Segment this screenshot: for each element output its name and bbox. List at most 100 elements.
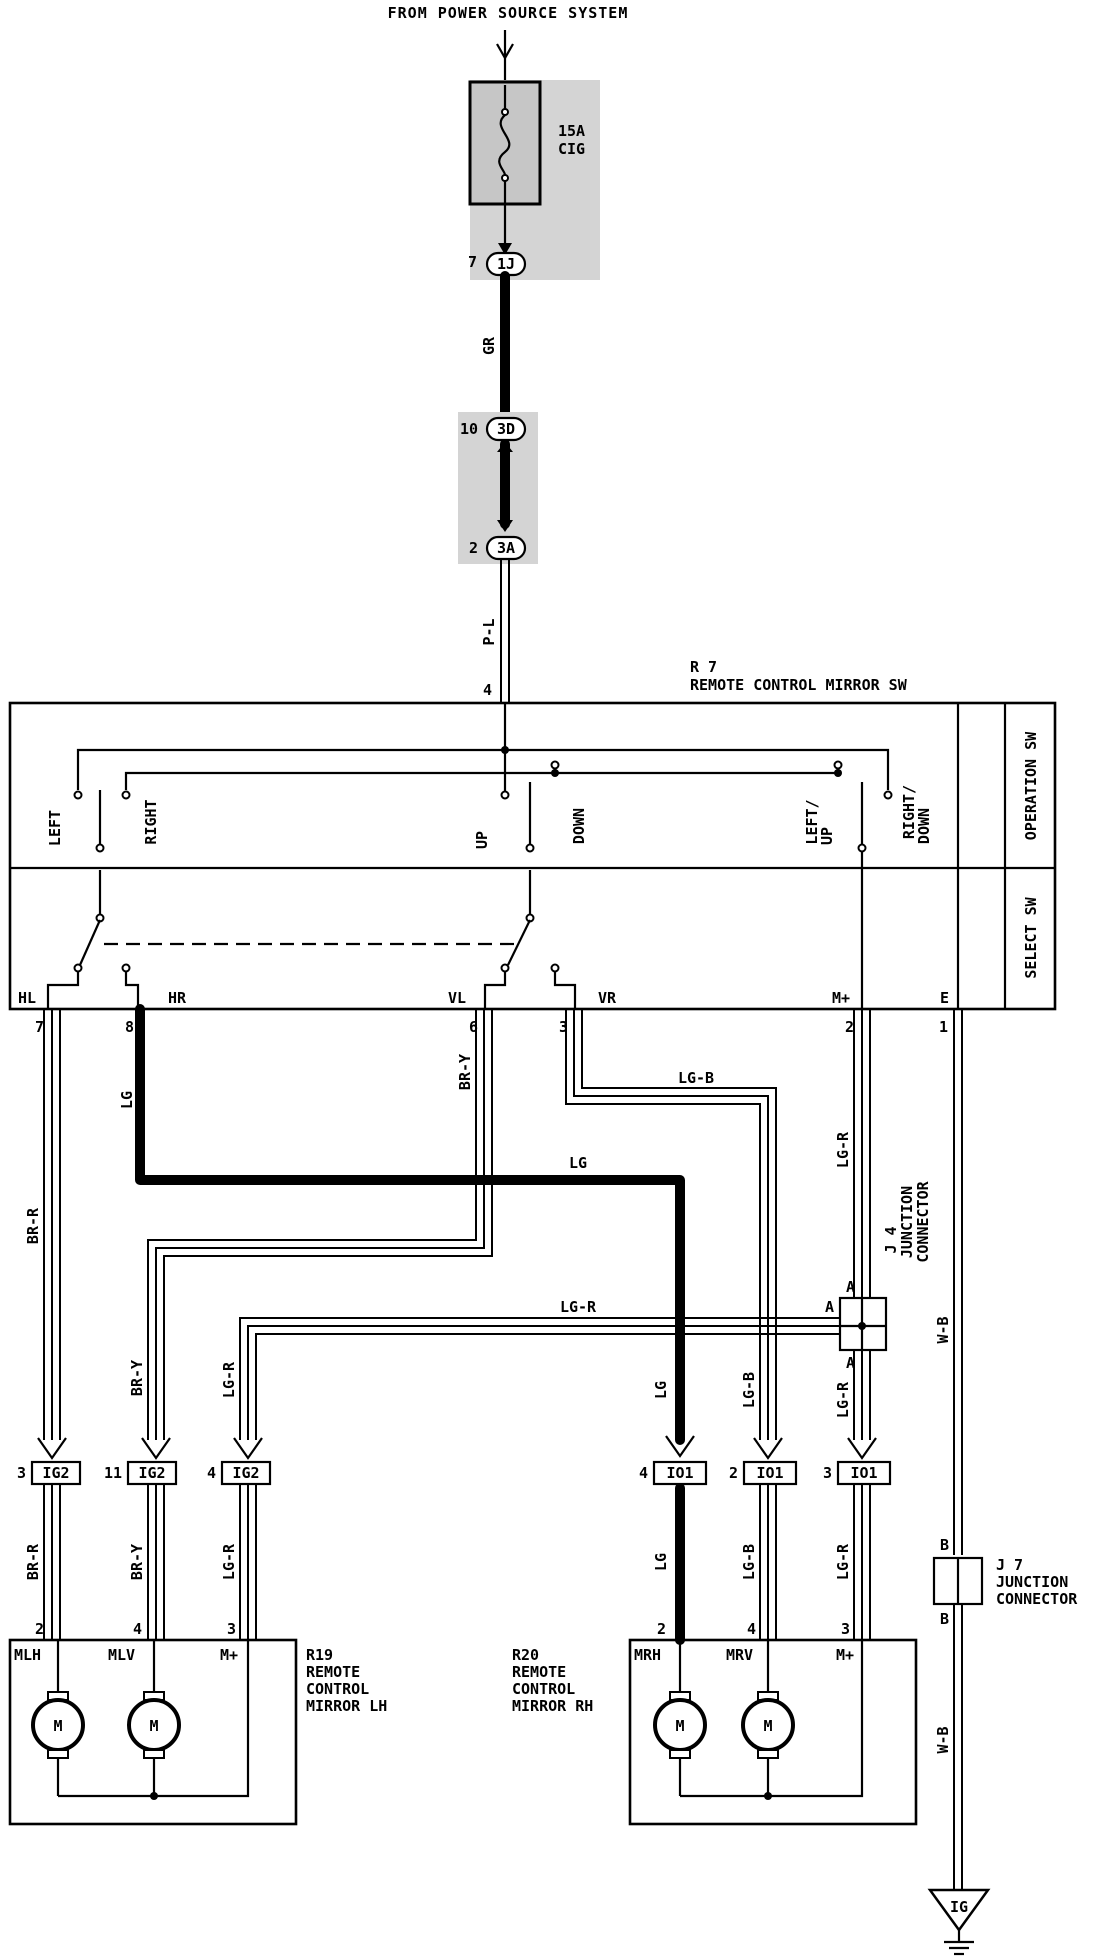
switch-name: REMOTE CONTROL MIRROR SW bbox=[690, 676, 908, 694]
pin-vr: 3 bbox=[559, 1018, 568, 1036]
wire-lg-r bbox=[233, 1009, 877, 1460]
motor-icon bbox=[31, 1691, 85, 1759]
io1-b-code: IO1 bbox=[756, 1464, 783, 1482]
wire-lg-b-label-1: LG-B bbox=[678, 1069, 714, 1087]
mirror-rh-wires bbox=[675, 1483, 871, 1645]
pos-down: DOWN bbox=[570, 808, 588, 844]
mirror-rh-line1: REMOTE bbox=[512, 1663, 566, 1681]
j7-pin-bottom: B bbox=[940, 1610, 949, 1628]
j4-line1: JUNCTION bbox=[898, 1186, 916, 1258]
fuse-name: CIG bbox=[558, 140, 585, 158]
wire-lg bbox=[135, 1004, 685, 1445]
j7-pin-top: B bbox=[940, 1536, 949, 1554]
wire-w-b-label-2: W-B bbox=[934, 1726, 952, 1753]
ig2-a-code: IG2 bbox=[42, 1464, 69, 1482]
j4-id: J 4 bbox=[882, 1226, 900, 1253]
mirror-rh-id: R20 bbox=[512, 1646, 539, 1664]
pin-3d: 10 bbox=[460, 420, 478, 438]
io1-a-pin: 4 bbox=[639, 1464, 648, 1482]
pin-mplus: 2 bbox=[845, 1018, 854, 1036]
lh-term-2: MLV bbox=[108, 1646, 135, 1664]
lh-wire-br-r-label: BR-R bbox=[24, 1543, 42, 1580]
term-hr: HR bbox=[168, 989, 187, 1007]
rh-wire-lg-r-label: LG-R bbox=[834, 1543, 852, 1580]
wire-gr-label: GR bbox=[480, 336, 498, 355]
joint-3d-3a bbox=[497, 439, 513, 532]
ig2-b-code: IG2 bbox=[138, 1464, 165, 1482]
lh-motor-1-label: M bbox=[53, 1717, 62, 1735]
switch-id: R 7 bbox=[690, 658, 717, 676]
source-arrow bbox=[496, 30, 514, 85]
ground-symbol bbox=[927, 1888, 991, 1933]
wire-lg-r-label-2: LG-R bbox=[560, 1298, 597, 1316]
mirror-lh-line2: CONTROL bbox=[306, 1680, 369, 1698]
fuse-rating: 15A bbox=[558, 122, 585, 140]
pos-left: LEFT bbox=[46, 810, 64, 846]
rh-motor-1-label: M bbox=[675, 1717, 684, 1735]
pin-3a: 2 bbox=[469, 539, 478, 557]
connector-3a-code: 3A bbox=[497, 539, 515, 557]
operation-sw-label: OPERATION SW bbox=[1022, 731, 1040, 840]
wire-pl-label: P-L bbox=[480, 618, 498, 645]
pin-hr: 8 bbox=[125, 1018, 134, 1036]
wire-lg-label-1: LG bbox=[118, 1091, 136, 1109]
wire-w-b bbox=[953, 1009, 963, 1890]
wire-lg-b-label-2: LG-B bbox=[740, 1372, 758, 1408]
io1-b-pin: 2 bbox=[729, 1464, 738, 1482]
lh-wire-lg-r-label: LG-R bbox=[220, 1543, 238, 1580]
select-sw-label: SELECT SW bbox=[1022, 896, 1040, 978]
lh-pin-1: 2 bbox=[35, 1620, 44, 1638]
ig2-b-pin: 11 bbox=[104, 1464, 122, 1482]
io1-connectors bbox=[652, 1460, 892, 1486]
wire-br-r bbox=[37, 1009, 67, 1460]
ig2-c-code: IG2 bbox=[232, 1464, 259, 1482]
rh-wire-lg-b-label: LG-B bbox=[740, 1544, 758, 1580]
j4-pin-left: A bbox=[825, 1298, 834, 1316]
pos-right: RIGHT bbox=[142, 799, 160, 844]
ground-lines bbox=[944, 1930, 974, 1956]
connector-3d-code: 3D bbox=[497, 420, 515, 438]
wire-w-b-label-1: W-B bbox=[934, 1316, 952, 1343]
mirror-lh-line1: REMOTE bbox=[306, 1663, 360, 1681]
fuse-symbol bbox=[498, 85, 511, 255]
pin-vl: 6 bbox=[469, 1018, 478, 1036]
lh-pin-3: 3 bbox=[227, 1620, 236, 1638]
motor-icon bbox=[653, 1691, 707, 1759]
rh-pin-3: 3 bbox=[841, 1620, 850, 1638]
pos-left-up-1: LEFT/ bbox=[803, 799, 821, 844]
j4-line2: CONNECTOR bbox=[914, 1180, 932, 1262]
rh-pin-1: 2 bbox=[657, 1620, 666, 1638]
wire-br-y-label-2: BR-Y bbox=[128, 1360, 146, 1396]
wire-lg-b bbox=[565, 1009, 783, 1460]
lh-internal-wiring bbox=[56, 1640, 250, 1800]
ig2-c-pin: 4 bbox=[207, 1464, 216, 1482]
lh-term-3: M+ bbox=[220, 1646, 238, 1664]
j4-pin-bottom: A bbox=[846, 1354, 855, 1372]
j7-line1: JUNCTION bbox=[996, 1573, 1068, 1591]
wire-lg-r-label-1: LG-R bbox=[834, 1131, 852, 1168]
rh-term-1: MRH bbox=[634, 1646, 661, 1664]
pos-right-down-2: DOWN bbox=[915, 808, 933, 844]
switch-input-pin: 4 bbox=[483, 681, 492, 699]
ground-label: IG bbox=[950, 1898, 968, 1916]
wire-pl bbox=[500, 560, 510, 703]
connector-1j-code: 1J bbox=[497, 255, 515, 273]
ig2-a-pin: 3 bbox=[17, 1464, 26, 1482]
mirror-rh-box bbox=[628, 1638, 918, 1826]
j7-id: J 7 bbox=[996, 1556, 1023, 1574]
switch-r7-box bbox=[8, 701, 1057, 1011]
rh-term-2: MRV bbox=[726, 1646, 753, 1664]
mirror-lh-wires bbox=[43, 1484, 257, 1640]
pin-e: 1 bbox=[939, 1018, 948, 1036]
rh-pin-2: 4 bbox=[747, 1620, 756, 1638]
power-source-label: FROM POWER SOURCE SYSTEM bbox=[388, 4, 629, 22]
wire-br-y-label-1: BR-Y bbox=[456, 1054, 474, 1090]
rh-internal-wiring bbox=[678, 1640, 864, 1800]
pos-right-down-1: RIGHT/ bbox=[900, 785, 918, 839]
mirror-lh-line3: MIRROR LH bbox=[306, 1697, 387, 1715]
term-vl: VL bbox=[448, 989, 466, 1007]
lh-wire-br-y-label: BR-Y bbox=[128, 1544, 146, 1580]
pos-up: UP bbox=[473, 831, 491, 849]
wire-lg-label-2: LG bbox=[569, 1154, 587, 1172]
pin-1j: 7 bbox=[468, 253, 477, 271]
